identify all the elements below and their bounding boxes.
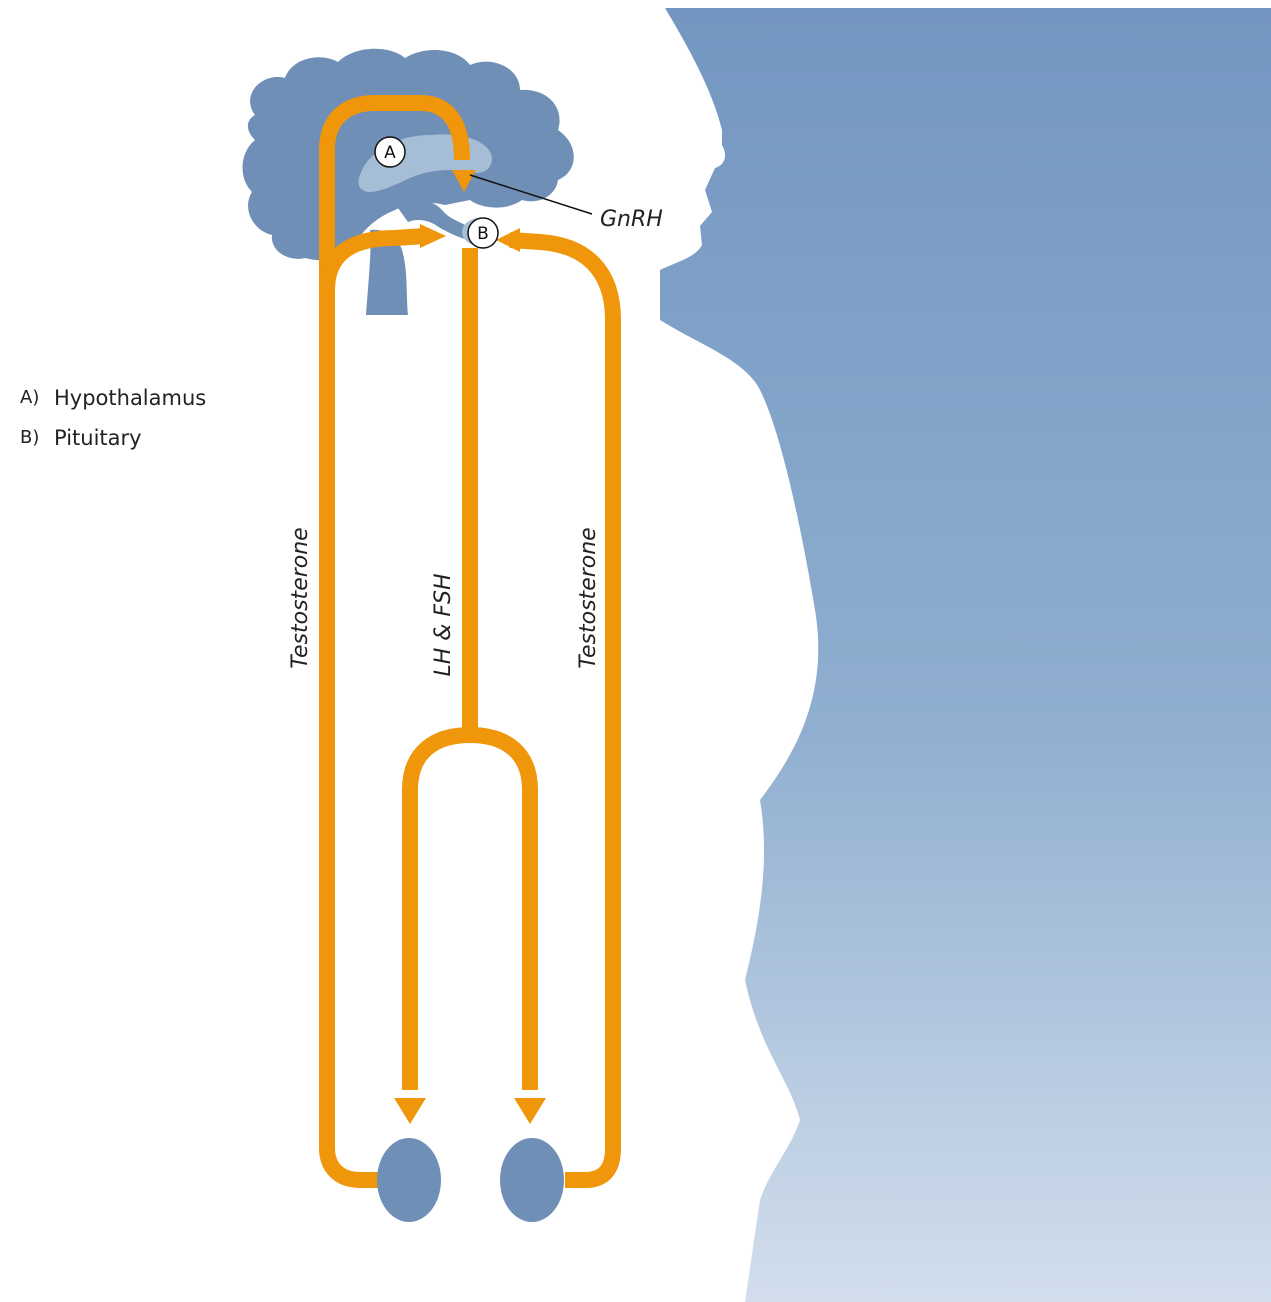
legend-label: Hypothalamus <box>54 378 206 418</box>
testis-left <box>377 1138 441 1222</box>
legend: A) Hypothalamus B) Pituitary <box>20 378 206 458</box>
testis-right <box>500 1138 564 1222</box>
marker-b: B <box>468 218 498 248</box>
legend-item-pituitary: B) Pituitary <box>20 418 206 458</box>
svg-text:B: B <box>477 224 489 244</box>
legend-key: A) <box>20 378 54 418</box>
legend-label: Pituitary <box>54 418 142 458</box>
lh-fsh-label: LH & FSH <box>431 573 456 676</box>
gnrh-label: GnRH <box>600 207 663 232</box>
svg-text:A: A <box>384 143 396 163</box>
legend-key: B) <box>20 418 54 458</box>
testosterone-right-label: Testosterone <box>576 527 601 668</box>
marker-a: A <box>375 137 405 167</box>
testosterone-left-label: Testosterone <box>288 527 313 668</box>
legend-item-hypothalamus: A) Hypothalamus <box>20 378 206 418</box>
